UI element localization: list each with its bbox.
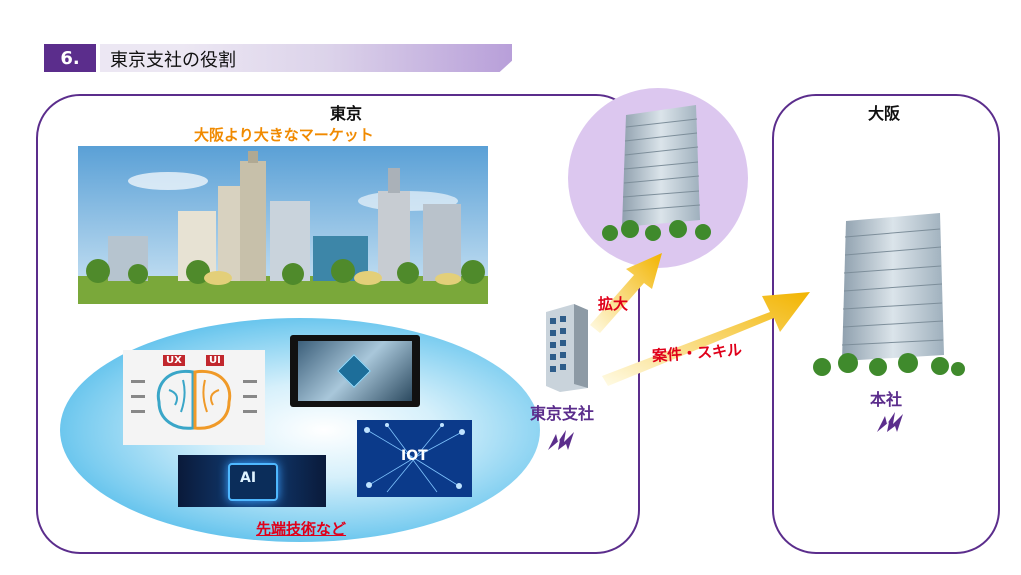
section-number: 6. xyxy=(44,44,96,72)
branch-label: 東京支社 xyxy=(530,404,595,423)
ai-chip-label: AI xyxy=(240,470,257,486)
expand-label: 拡大 xyxy=(598,295,629,313)
ui-badge: UI xyxy=(206,355,224,366)
expansion-building-image xyxy=(602,105,711,241)
branch-building-image xyxy=(546,304,588,392)
ai-chip-image: AI xyxy=(178,455,326,507)
ux-ui-brain-image xyxy=(123,350,265,445)
tokyo-subtitle: 大阪より大きなマーケット xyxy=(194,126,374,144)
branch-logo xyxy=(548,430,574,450)
bi-tablet-image xyxy=(290,335,420,407)
ux-badge: UX xyxy=(163,355,185,366)
osaka-label: 大阪 xyxy=(868,104,901,123)
section-header-bar xyxy=(100,44,512,72)
page-title: 東京支社の役割 xyxy=(110,50,236,71)
expand-arrow xyxy=(590,253,662,333)
hq-label: 本社 xyxy=(870,390,903,409)
tokyo-label: 東京 xyxy=(330,104,363,123)
iot-label: IOT xyxy=(401,448,428,464)
iot-network-image: IOT xyxy=(357,420,472,497)
hq-building-image xyxy=(813,213,965,376)
city-skyline-image xyxy=(78,146,488,304)
hq-logo xyxy=(877,412,903,432)
transfer-arrow xyxy=(602,292,810,386)
tech-label: 先端技術など xyxy=(256,520,347,538)
